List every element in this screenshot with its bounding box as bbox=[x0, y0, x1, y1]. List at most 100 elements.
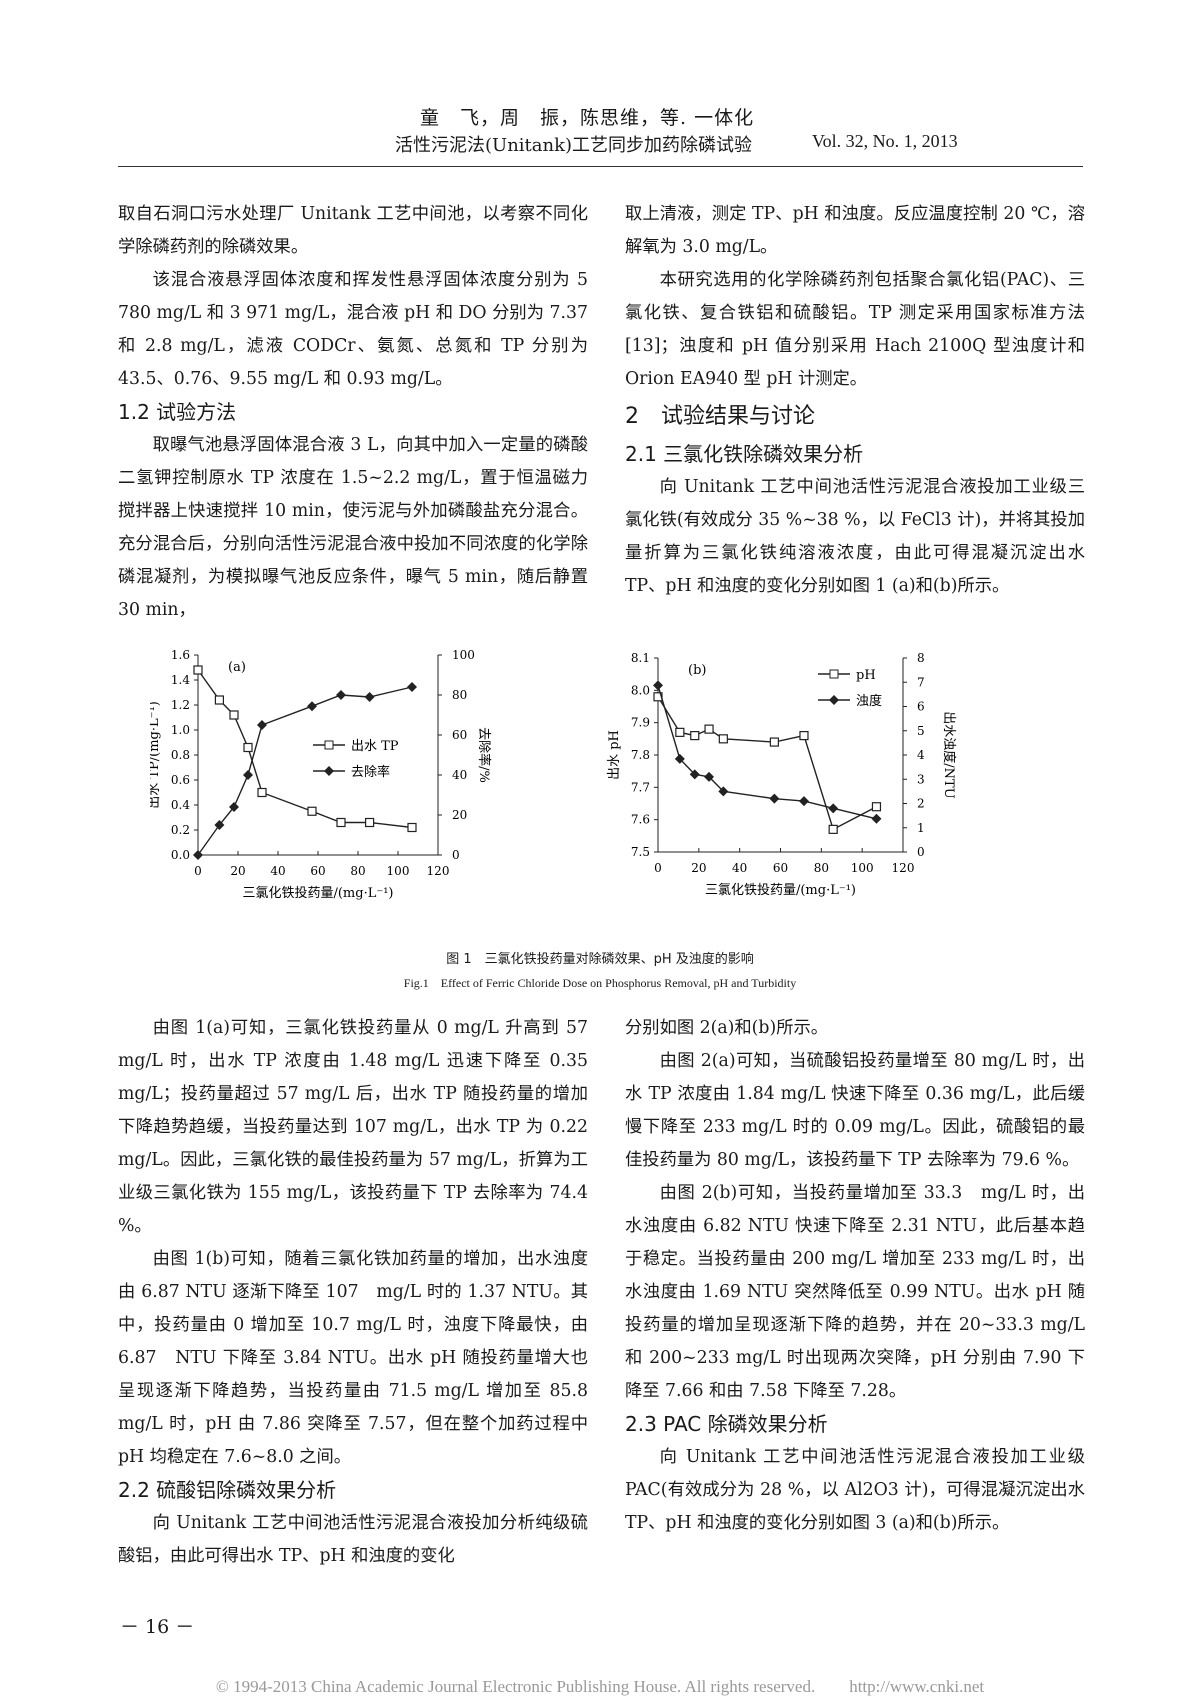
data-point-square bbox=[229, 710, 239, 720]
data-point-diamond bbox=[653, 680, 663, 691]
right-column-bottom: 分别如图 2(a)和(b)所示。 由图 2(a)可知，当硫酸铝投药量增至 80 … bbox=[625, 1012, 1085, 1540]
y-tick-label-right: 5 bbox=[917, 724, 925, 738]
y-tick-label-left: 7.5 bbox=[631, 845, 650, 859]
x-axis-label: 三氯化铁投药量/(mg·L⁻¹) bbox=[242, 885, 393, 901]
left-column-top: 取自石洞口污水处理厂 Unitank 工艺中间池，以考察不同化学除磷药剂的除磷效… bbox=[118, 198, 588, 627]
y-tick-label-right: 60 bbox=[452, 728, 467, 742]
section-heading-2: 2 试验结果与讨论 bbox=[625, 404, 815, 429]
data-point-diamond bbox=[871, 813, 882, 824]
x-tick-label: 100 bbox=[851, 861, 874, 875]
section-heading-1-2: 1.2 试验方法 bbox=[118, 400, 237, 424]
x-tick-label: 60 bbox=[310, 864, 325, 878]
header-title: 活性污泥法(Unitank)工艺同步加药除磷试验 bbox=[395, 135, 753, 156]
left-column-bottom: 由图 1(a)可知，三氯化铁投药量从 0 mg/L 升高到 57 mg/L 时，… bbox=[118, 1012, 588, 1573]
data-point-diamond bbox=[828, 803, 839, 814]
y-tick-label-right: 4 bbox=[917, 748, 925, 762]
x-tick-label: 80 bbox=[814, 861, 829, 875]
paragraph: 该混合液悬浮固体浓度和挥发性悬浮固体浓度分别为 5 780 mg/L 和 3 9… bbox=[118, 270, 588, 389]
series-line bbox=[657, 685, 877, 820]
section-heading-2-1: 2.1 三氯化铁除磷效果分析 bbox=[625, 442, 864, 466]
data-point-square bbox=[828, 824, 838, 834]
paragraph: 取上清液，测定 TP、pH 和浊度。反应温度控制 20 ℃，溶解氧为 3.0 m… bbox=[625, 204, 1085, 257]
header-volume: Vol. 32, No. 1, 2013 bbox=[812, 131, 958, 151]
legend-label: pH bbox=[856, 668, 876, 683]
y-axis-label-left: 出水 TP/(mg·L⁻¹) bbox=[150, 701, 162, 809]
y-tick-label-right: 2 bbox=[917, 797, 925, 811]
panel-label: (a) bbox=[228, 660, 246, 675]
y-tick-label-right: 0 bbox=[452, 848, 460, 862]
x-tick-label: 40 bbox=[732, 861, 747, 875]
data-point-square bbox=[336, 817, 346, 828]
y-tick-label-right: 80 bbox=[452, 688, 467, 702]
y-tick-label-right: 6 bbox=[917, 700, 925, 714]
y-tick-label-left: 1.4 bbox=[171, 673, 190, 687]
y-tick-label-left: 7.9 bbox=[631, 716, 650, 730]
y-axis-label-left: 出水 pH bbox=[607, 730, 622, 780]
y-tick-label-right: 3 bbox=[917, 772, 925, 786]
paragraph: 取自石洞口污水处理厂 Unitank 工艺中间池，以考察不同化学除磷药剂的除磷效… bbox=[118, 204, 588, 257]
figure-caption-en: Fig.1 Effect of Ferric Chloride Dose on … bbox=[403, 976, 797, 990]
paragraph: 由图 2(a)可知，当硫酸铝投药量增至 80 mg/L 时，出水 TP 浓度由 … bbox=[625, 1051, 1085, 1170]
y-tick-label-left: 0.6 bbox=[171, 773, 190, 787]
x-tick-label: 40 bbox=[270, 864, 285, 878]
paragraph: 向 Unitank 工艺中间池活性污泥混合液投加工业级三氯化铁(有效成分 35 … bbox=[625, 477, 1085, 596]
header-rule bbox=[118, 166, 1083, 167]
data-point-square bbox=[407, 822, 417, 833]
data-point-diamond bbox=[689, 769, 700, 780]
data-point-diamond bbox=[214, 820, 225, 830]
y-tick-label-left: 8.0 bbox=[631, 683, 650, 697]
right-column-top: 取上清液，测定 TP、pH 和浊度。反应温度控制 20 ℃，溶解氧为 3.0 m… bbox=[625, 198, 1085, 603]
y-tick-label-left: 8.1 bbox=[631, 651, 650, 665]
paragraph: 本研究选用的化学除磷药剂包括聚合氯化铝(PAC)、三氯化铁、复合铁铝和硫酸铝。T… bbox=[625, 270, 1085, 389]
y-tick-label-right: 20 bbox=[452, 808, 467, 822]
paragraph: 分别如图 2(a)和(b)所示。 bbox=[625, 1018, 829, 1038]
paragraph: 向 Unitank 工艺中间池活性污泥混合液投加分析纯级硫酸铝，由此可得出水 T… bbox=[118, 1513, 588, 1566]
legend-marker-diamond bbox=[324, 766, 334, 776]
y-tick-label-left: 7.6 bbox=[631, 813, 650, 827]
y-tick-label-right: 1 bbox=[917, 821, 925, 835]
y-tick-label-left: 1.6 bbox=[171, 650, 190, 662]
data-point-diamond bbox=[307, 701, 317, 712]
data-point-diamond bbox=[364, 692, 375, 702]
x-tick-label: 0 bbox=[654, 861, 662, 875]
data-point-square bbox=[718, 734, 728, 744]
x-tick-label: 120 bbox=[892, 861, 915, 875]
y-axis-label-right: 去除率/% bbox=[476, 727, 492, 783]
x-tick-label: 0 bbox=[194, 864, 202, 878]
data-point-diamond bbox=[193, 850, 203, 860]
data-point-diamond bbox=[704, 771, 715, 782]
data-point-square bbox=[307, 806, 317, 816]
legend-label: 出水 TP bbox=[351, 739, 399, 754]
copyright-footer: © 1994-2013 China Academic Journal Elect… bbox=[215, 1677, 985, 1696]
paragraph: 由图 2(b)可知，当投药量增加至 33.3 mg/L 时，出水浊度由 6.82… bbox=[625, 1183, 1085, 1401]
series-line bbox=[657, 696, 877, 831]
data-point-diamond bbox=[407, 682, 417, 692]
y-tick-label-left: 0.8 bbox=[171, 748, 190, 762]
data-point-square bbox=[704, 724, 714, 734]
paragraph: 由图 1(b)可知，随着三氯化铁加药量的增加，出水浊度由 6.87 NTU 逐渐… bbox=[118, 1249, 588, 1467]
data-point-square bbox=[214, 695, 225, 705]
legend-label: 去除率 bbox=[351, 764, 390, 780]
x-tick-label: 120 bbox=[427, 864, 450, 878]
legend-marker-square bbox=[829, 669, 839, 679]
header-authors: 童 飞，周 振，陈思维，等. 一体化 bbox=[420, 107, 755, 129]
paragraph: 向 Unitank 工艺中间池活性污泥混合液投加工业级 PAC(有效成分为 28… bbox=[625, 1447, 1085, 1533]
paragraph: 由图 1(a)可知，三氯化铁投药量从 0 mg/L 升高到 57 mg/L 时，… bbox=[118, 1018, 588, 1236]
y-tick-label-left: 7.8 bbox=[631, 748, 650, 762]
data-point-square bbox=[690, 730, 700, 741]
section-heading-2-2: 2.2 硫酸铝除磷效果分析 bbox=[118, 1478, 337, 1502]
data-point-square bbox=[193, 665, 203, 675]
y-tick-label-left: 7.7 bbox=[631, 780, 650, 794]
data-point-square bbox=[799, 730, 809, 741]
data-point-square bbox=[871, 802, 882, 812]
data-point-square bbox=[257, 787, 267, 798]
data-point-diamond bbox=[718, 786, 729, 797]
y-tick-label-left: 0.0 bbox=[171, 848, 190, 862]
x-tick-label: 80 bbox=[350, 864, 365, 878]
data-point-diamond bbox=[336, 690, 346, 700]
paragraph: 取曝气池悬浮固体混合液 3 L，向其中加入一定量的磷酸二氢钾控制原水 TP 浓度… bbox=[118, 435, 588, 620]
data-point-diamond bbox=[229, 802, 239, 812]
data-point-diamond bbox=[257, 720, 267, 730]
y-tick-label-right: 100 bbox=[452, 650, 475, 662]
